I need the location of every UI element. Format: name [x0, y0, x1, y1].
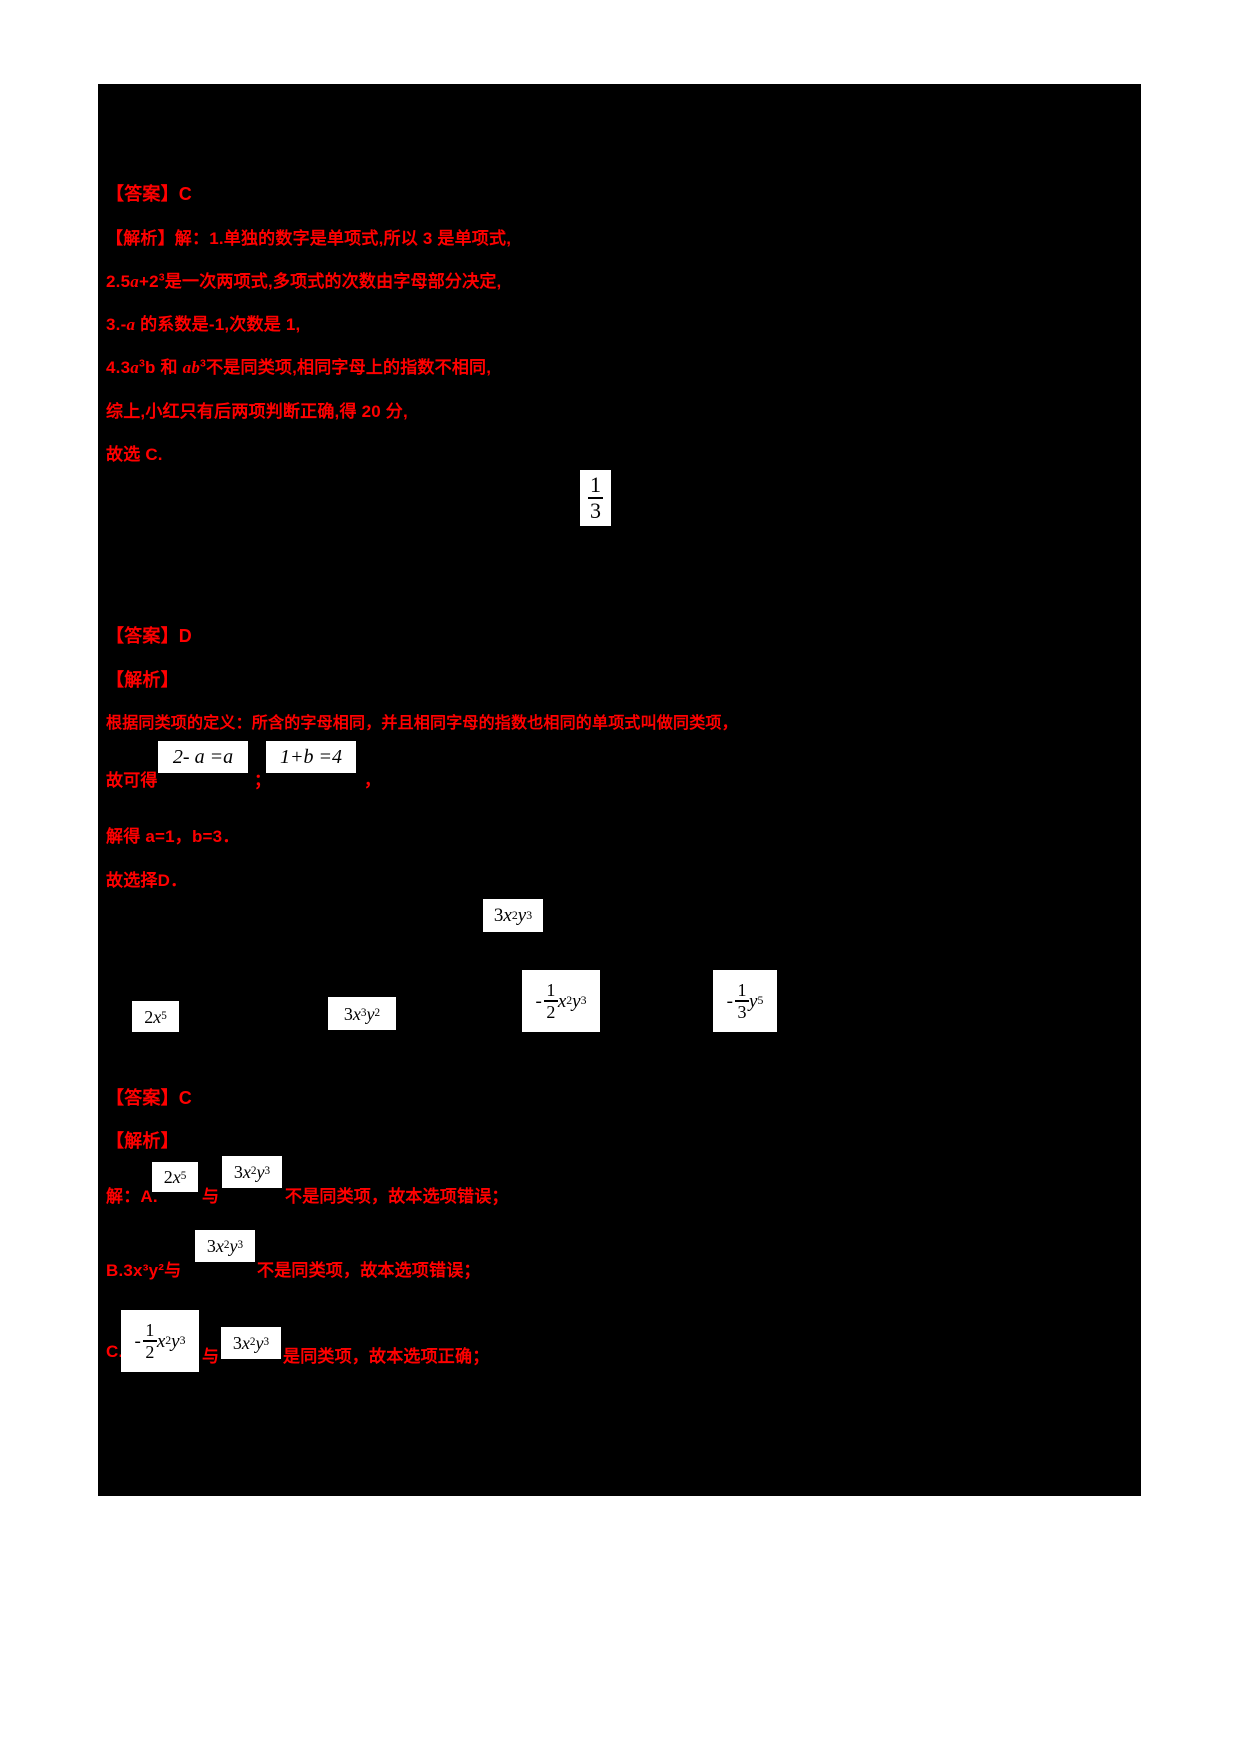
block2-solve-line: 解得 a=1，b=3．: [106, 827, 240, 846]
fraction-one-third-box: 1 3: [580, 470, 611, 526]
block3-line-c-mid: 与: [202, 1347, 220, 1366]
fraction-bar: [588, 497, 603, 499]
block2-choose-line: 故选择D．: [106, 871, 188, 890]
b1l4-var1: a: [130, 358, 139, 377]
b1l4-sup2: 3: [200, 357, 207, 370]
block3-line-a-suffix: 不是同类项，故本选项错误；: [285, 1187, 509, 1206]
block2-answer-line: 【答案】D: [106, 626, 192, 646]
b1l2-pre: 2.5: [106, 272, 131, 291]
block3-analysis-label: 【解析】: [106, 1131, 179, 1151]
b1l4-pre: 4.3: [106, 358, 131, 377]
b1l2-var: a: [130, 272, 139, 291]
block3-line-c-suffix: 是同类项，故本选项正确；: [283, 1347, 490, 1366]
b1l4-mid1: b: [145, 358, 156, 377]
b1l4-var2: ab: [182, 358, 201, 377]
block2-analysis-label: 【解析】: [106, 670, 179, 690]
block1-analysis-line-3: 3.-a 的系数是-1,次数是 1,: [106, 310, 300, 335]
block3-line-a-prefix: 解：A.: [106, 1187, 158, 1206]
equation-1-plus-b-equals-4: 1+b =4: [266, 741, 356, 773]
block3-line-a-mid: 与: [202, 1187, 220, 1206]
b1l4-sup1: 3: [138, 357, 145, 370]
block3-line-b-suffix: 不是同类项，故本选项错误；: [257, 1261, 481, 1280]
page-content-area: 【答案】C 【解析】解：1.单独的数字是单项式,所以 3 是单项式, 2.5a+…: [98, 84, 1141, 1496]
b1l4-mid2: 和: [155, 358, 183, 377]
coef-3: 3: [493, 905, 504, 926]
b1l3-pre: 3.-: [106, 315, 127, 334]
b1l3-post: 的系数是-1,次数是 1,: [135, 315, 301, 334]
block3-line-c-prefix: C.: [106, 1342, 124, 1361]
fraction-denominator: 3: [590, 498, 601, 523]
block1-analysis-line-1: 【解析】解：1.单独的数字是单项式,所以 3 是单项式,: [106, 229, 512, 248]
block1-analysis-line-4: 4.3a3b 和 ab3不是同类项,相同字母上的指数不相同,: [106, 353, 491, 378]
block2-separator-2: ，: [364, 771, 382, 790]
b1l2-mid: +2: [138, 272, 159, 291]
fraction-numerator: 1: [590, 471, 601, 497]
equation-2-minus-a-equals-a: 2- a =a: [158, 741, 248, 773]
block3-line-b-prefix: B.3x³y²与: [106, 1261, 182, 1280]
b1l2-sup: 3: [158, 271, 165, 284]
block1-analysis-line-6: 故选 C.: [106, 445, 163, 464]
block1-analysis-line-2: 2.5a+23是一次两项式,多项式的次数由字母部分决定,: [106, 267, 501, 292]
block3-answer-line: 【答案】C: [106, 1088, 192, 1108]
b1l4-post: 不是同类项,相同字母上的指数不相同,: [206, 358, 492, 377]
block1-answer-line: 【答案】C: [106, 184, 192, 204]
block2-definition-line: 根据同类项的定义：所含的字母相同，并且相同字母的指数也相同的单项式叫做同类项，: [106, 715, 738, 732]
block2-separator-1: ；: [254, 771, 272, 790]
block2-therefore-label: 故可得: [106, 771, 158, 790]
document-content: 【答案】C 【解析】解：1.单独的数字是单项式,所以 3 是单项式, 2.5a+…: [98, 84, 1141, 1496]
fraction-one-third: 1 3: [588, 471, 603, 523]
block1-analysis-line-5: 综上,小红只有后两项判断正确,得 20 分,: [106, 402, 408, 421]
b1l3-var: a: [126, 315, 136, 334]
b1l2-post: 是一次两项式,多项式的次数由字母部分决定,: [164, 272, 502, 291]
